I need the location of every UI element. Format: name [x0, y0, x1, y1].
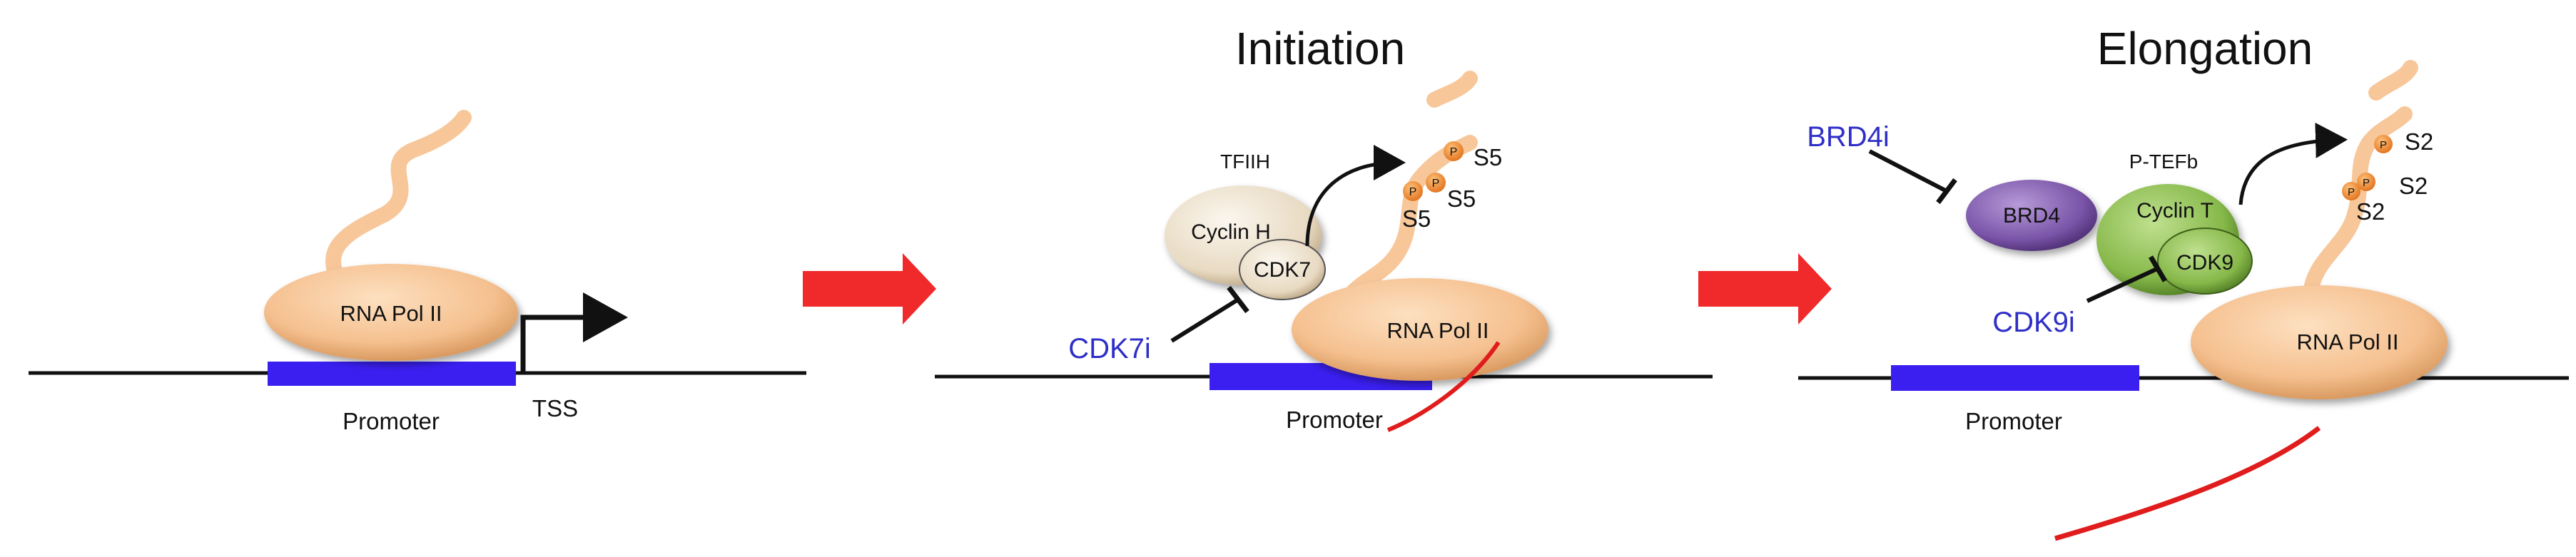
- phospho-label: P: [2363, 177, 2370, 189]
- ctd-tail: [325, 110, 472, 280]
- cdk7i-label: CDK7i: [1068, 333, 1151, 364]
- cdk9: [2157, 228, 2253, 295]
- cdk9-label: CDK9: [2176, 251, 2233, 275]
- ctd-tail-end: [2368, 60, 2418, 101]
- inhibition-bar: [1227, 285, 1249, 314]
- phospho-circle: [1426, 173, 1446, 193]
- phospho-label: P: [2380, 139, 2387, 151]
- phospho-label: P: [1450, 146, 1458, 158]
- nascent-rna: [1386, 341, 1501, 432]
- inhibition-bar: [1936, 178, 1957, 205]
- brd4-label: BRD4: [2003, 204, 2060, 228]
- promoter-label: Promoter: [1965, 408, 2062, 434]
- phospho-label: P: [1409, 186, 1417, 198]
- cyclin-h-label: Cyclin H: [1191, 220, 1271, 244]
- cdk7-label: CDK7: [1254, 258, 1311, 282]
- promoter-label: Promoter: [343, 408, 440, 434]
- cdk9i-label: CDK9i: [1992, 307, 2075, 338]
- rna-pol-ii-label: RNA Pol II: [340, 301, 442, 326]
- brd4: [1966, 180, 2097, 251]
- phospho-circle: [1444, 141, 1464, 161]
- phospho-arrow: [1305, 145, 1406, 247]
- panel-elongation: Elongation RNA Pol II BRD4 BRD4i Cyclin …: [1798, 23, 2569, 541]
- inhibition-line: [1868, 149, 1948, 193]
- transition-arrow-icon: [1698, 253, 1832, 325]
- site-label: S2: [2399, 173, 2428, 199]
- site-label: S5: [1474, 144, 1502, 170]
- phospho-label: P: [2348, 186, 2355, 198]
- tfiih-label: TFIIH: [1220, 150, 1270, 173]
- initiation-title: Initiation: [1235, 23, 1405, 74]
- tss-label: TSS: [532, 395, 578, 421]
- site-label: S5: [1402, 205, 1431, 232]
- transition-arrow-icon: [803, 253, 936, 325]
- rna-pol-ii: [1292, 278, 1548, 381]
- inhibition-line: [2086, 266, 2160, 303]
- phospho-circle: [1403, 181, 1423, 201]
- site-label: S2: [2356, 198, 2385, 225]
- rna-pol-ii-label: RNA Pol II: [1387, 318, 1489, 343]
- phospho-circle: [2374, 135, 2393, 153]
- inhibition-line: [1170, 297, 1239, 343]
- site-label: S2: [2405, 128, 2433, 155]
- site-label: S5: [1447, 185, 1476, 212]
- cyclin-t-label: Cyclin T: [2136, 199, 2214, 223]
- phospho-arrow: [2238, 122, 2348, 205]
- rna-pol-ii: [2191, 285, 2448, 399]
- promoter-box: [1891, 365, 2139, 391]
- cdk7: [1239, 239, 1326, 300]
- promoter-box: [268, 362, 516, 386]
- phospho-circle: [2342, 182, 2361, 200]
- elongation-title: Elongation: [2097, 23, 2313, 74]
- rna-pol-ii-label: RNA Pol II: [2297, 329, 2399, 354]
- tss-arrow: [520, 292, 628, 373]
- phospho-circle: [2357, 173, 2375, 191]
- panel-promoter: RNA Pol II Promoter TSS: [29, 110, 806, 434]
- rna-pol-ii: [264, 264, 518, 361]
- promoter-label: Promoter: [1286, 407, 1383, 433]
- nascent-rna: [2054, 426, 2321, 541]
- phospho-label: P: [1432, 178, 1440, 190]
- inhibition-bar: [2148, 255, 2168, 282]
- panel-initiation: Initiation RNA Pol II Cyclin H CDK7 TFII…: [935, 23, 1713, 433]
- brd4i-label: BRD4i: [1807, 121, 1890, 153]
- ctd-tail-end: [1426, 71, 1478, 108]
- ptefb-label: P-TEFb: [2129, 150, 2198, 173]
